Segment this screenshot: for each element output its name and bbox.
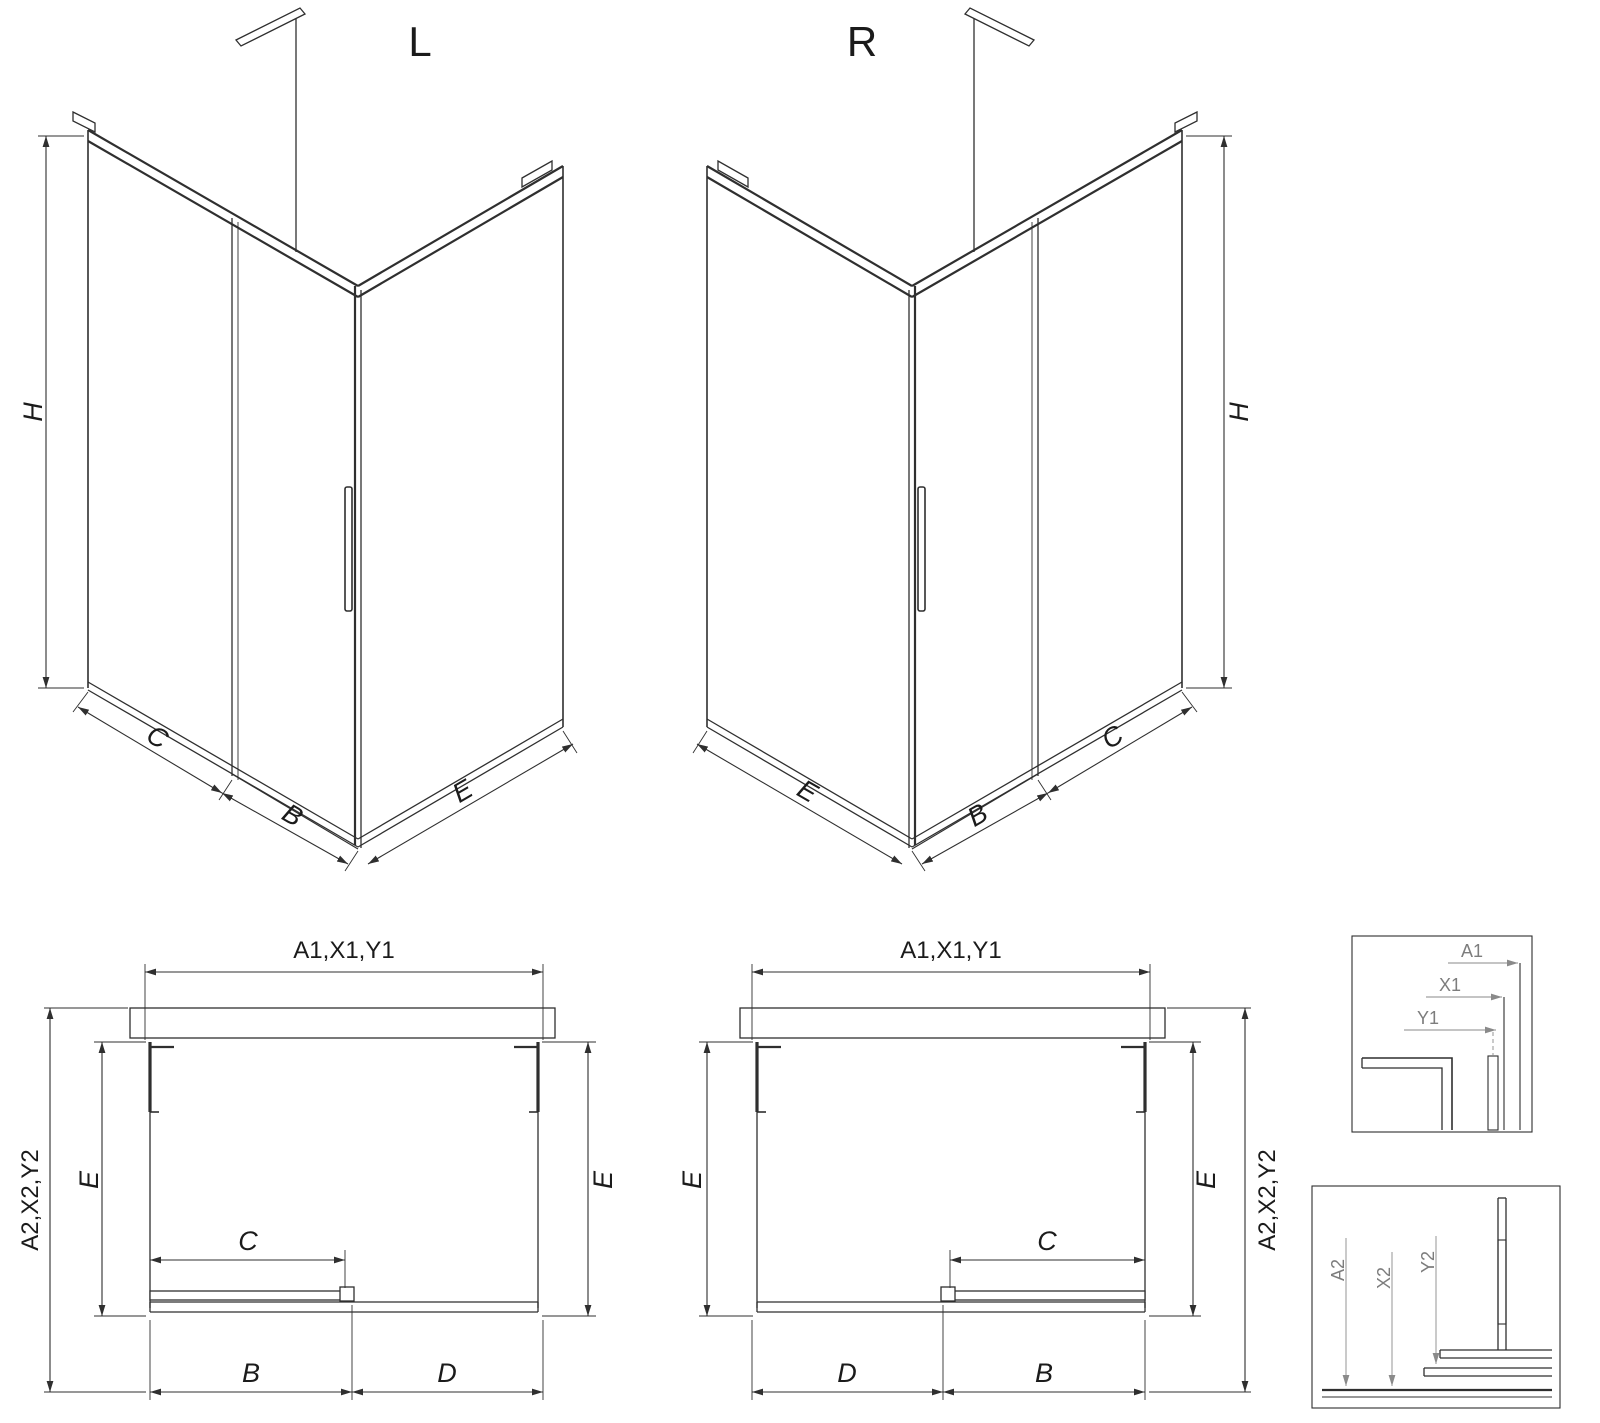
dim-label-d: D [837,1358,857,1388]
glass-section [1487,1055,1499,1131]
dim-label-a1x1y1: A1,X1,Y1 [293,937,394,964]
wall-bracket-right [521,159,553,189]
wall-bracket-left [717,159,749,189]
detail-frame [1311,1185,1561,1409]
detail-view-top: A1 X1 Y1 [1351,935,1533,1133]
dim-label-e-right: E [1191,1170,1221,1189]
view-title-left: L [408,18,431,65]
dim-label-x1: X1 [1439,975,1461,995]
dim-label-height: H [1224,402,1254,422]
dim-label-a1x1y1: A1,X1,Y1 [900,937,1001,964]
door-handle [344,486,353,612]
plan-left-dimensions: A1,X1,Y1 E A2,X2,Y2 E C [17,937,618,1400]
detail-view-bottom: A2 X2 Y2 [1311,1185,1561,1409]
dim-label-c: C [238,1226,258,1256]
dim-label-height: H [18,402,48,422]
dim-label-a2x2y2: A2,X2,Y2 [17,1149,44,1250]
dim-label-x2: X2 [1374,1267,1394,1289]
iso-left-dimensions: H C B E [18,135,578,872]
dim-label-b: B [1035,1358,1053,1388]
sliding-door-panel [942,1290,1146,1301]
plan-right-linework [739,1007,1166,1313]
dim-label-a2x2y2: A2,X2,Y2 [1254,1149,1281,1250]
view-title-right: R [847,18,877,65]
dim-label-e-right: E [588,1170,618,1189]
ceiling-bracket [963,7,1036,47]
wall-bracket-left [72,110,96,134]
dim-label-y2: Y2 [1418,1251,1438,1273]
ceiling-bracket [234,7,307,47]
plan-right-dimensions: A1,X1,Y1 E E A2,X2,Y2 C [677,937,1281,1400]
wall-section-hatched [129,1007,556,1039]
door-end-block [940,1286,956,1302]
iso-left-linework [72,7,564,850]
sliding-door-panel [149,1290,353,1301]
dim-label-a2: A2 [1328,1259,1348,1281]
iso-right-linework [706,7,1198,850]
dim-label-d: D [437,1358,457,1388]
dim-label-a1: A1 [1461,941,1483,961]
plan-view-left: A1,X1,Y1 E A2,X2,Y2 E C [17,937,618,1400]
iso-view-left: L [18,7,578,872]
plan-left-linework [129,1007,556,1313]
detail-frame [1351,935,1533,1133]
dim-label-y1: Y1 [1417,1008,1439,1028]
dim-label-e-left: E [74,1170,104,1189]
door-end-block [339,1286,355,1302]
wall-section-hatched [739,1007,1166,1039]
dim-label-e-left: E [677,1170,707,1189]
dim-label-b: B [242,1358,260,1388]
wall-bracket-right [1174,110,1198,134]
dim-label-c: C [1037,1226,1057,1256]
glass-section [1497,1239,1507,1325]
iso-view-right: R [692,7,1254,872]
plan-view-right: A1,X1,Y1 E E A2,X2,Y2 C [677,937,1281,1400]
door-handle [917,486,926,612]
